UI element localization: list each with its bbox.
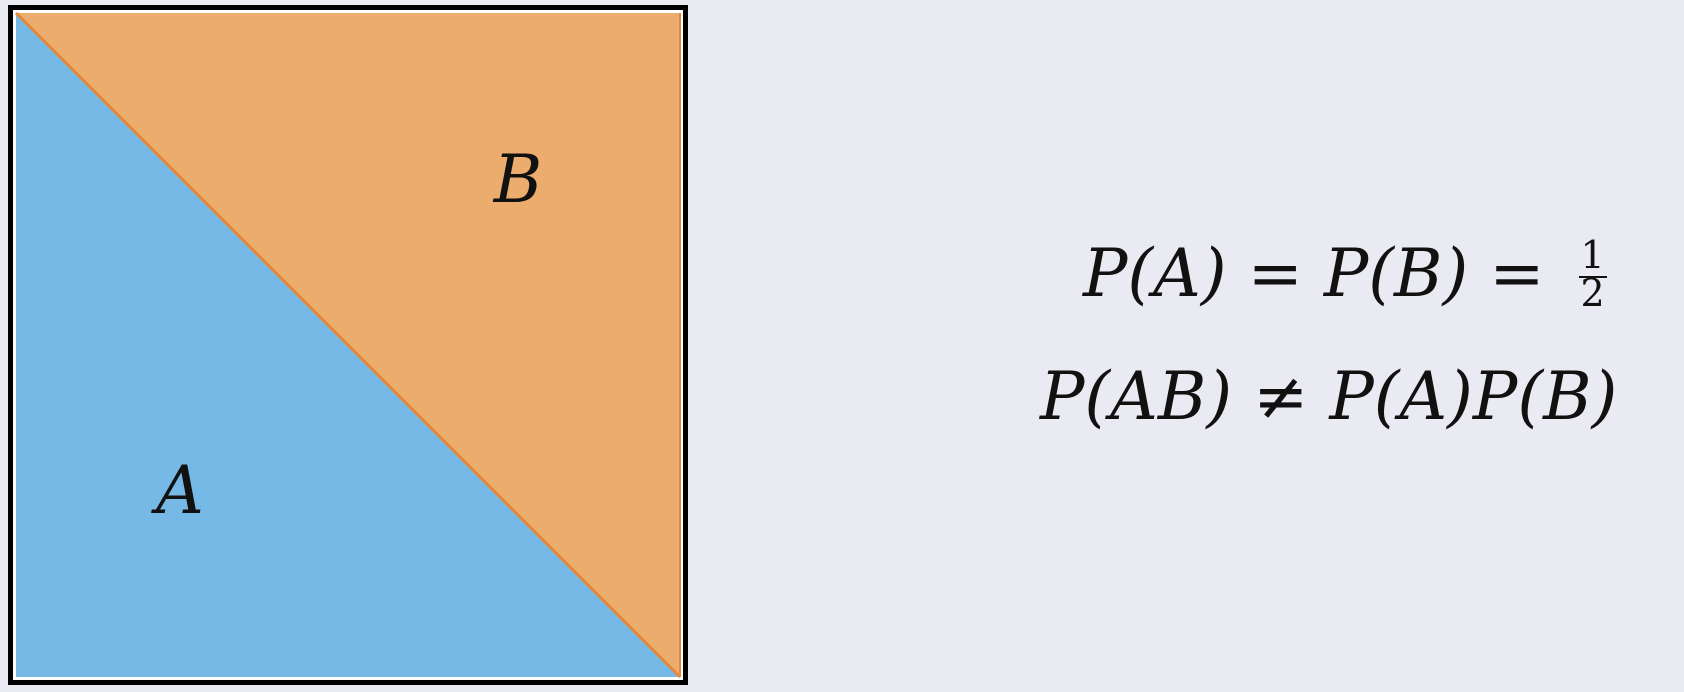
one-half-fraction: 1 2 <box>1576 233 1610 315</box>
p-a-p-b-term: P(A)P(B) <box>1329 358 1618 435</box>
marginal-probability-formula: P(A) = P(B) = 1 2 <box>1083 233 1610 315</box>
p-ab-term: P(AB) <box>1040 358 1233 435</box>
joint-probability-formula: P(AB) ≠ P(A)P(B) <box>1040 364 1617 430</box>
fraction-bar <box>1578 276 1607 278</box>
fraction-denominator: 2 <box>1580 271 1605 315</box>
p-a-term: P(A) <box>1083 235 1227 312</box>
p-b-term: P(B) <box>1323 235 1469 312</box>
fraction-numerator: 1 <box>1580 233 1605 277</box>
event-b-label: B <box>493 141 543 218</box>
equals-sign: = <box>1247 235 1303 312</box>
probability-square-diagram: A B <box>8 5 688 685</box>
equals-sign: = <box>1489 235 1545 312</box>
diagonal-divider <box>14 11 682 679</box>
event-a-label: A <box>150 452 204 529</box>
not-equal-sign: ≠ <box>1253 358 1309 435</box>
